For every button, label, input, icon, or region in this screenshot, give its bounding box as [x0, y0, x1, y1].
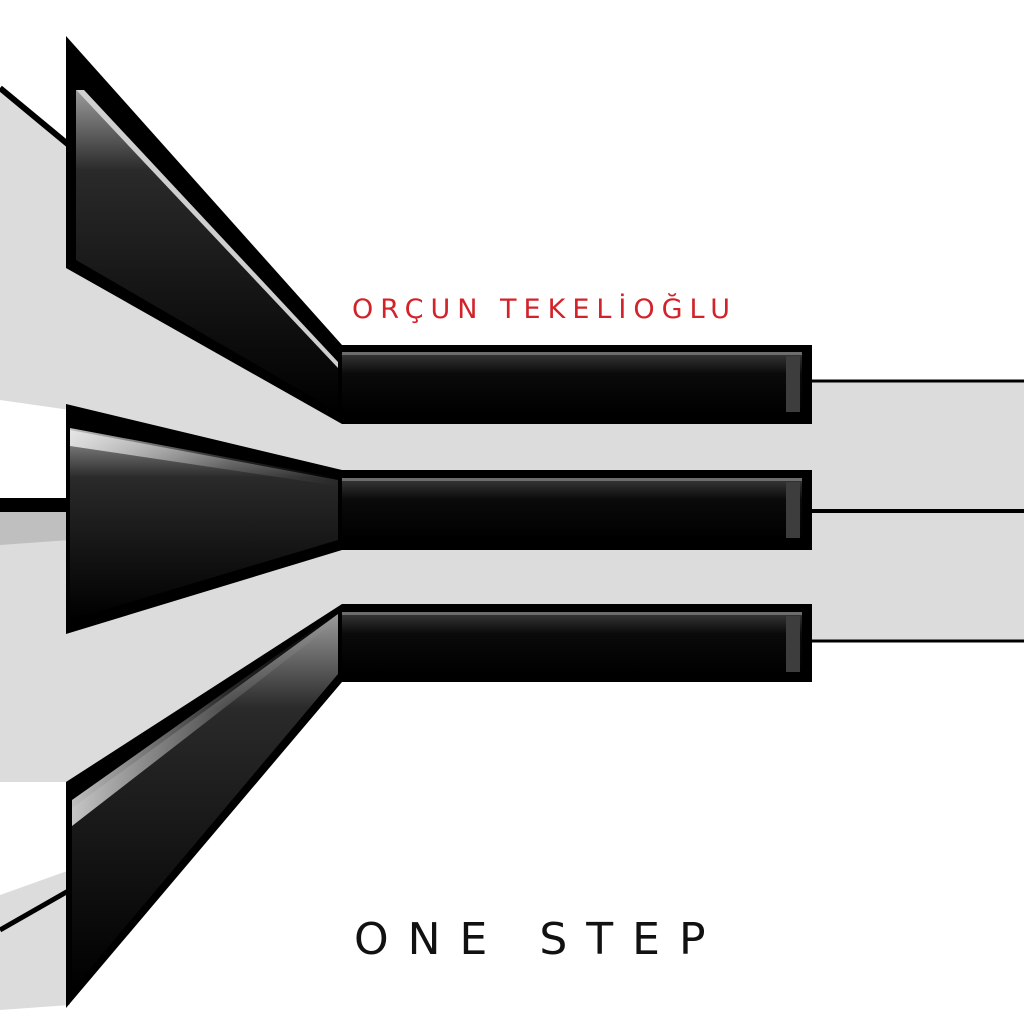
grey-band-right — [812, 379, 1024, 643]
grey-band-mid-left — [0, 498, 342, 782]
black-key-bottom — [66, 604, 812, 1008]
grey-band-bottom-left — [0, 870, 72, 1010]
black-key-top — [66, 36, 812, 424]
artist-name: ORÇUN TEKELİOĞLU — [352, 294, 738, 325]
grey-band-center — [342, 418, 812, 606]
black-key-middle — [66, 404, 812, 634]
album-title: ONE STEP — [354, 914, 725, 965]
